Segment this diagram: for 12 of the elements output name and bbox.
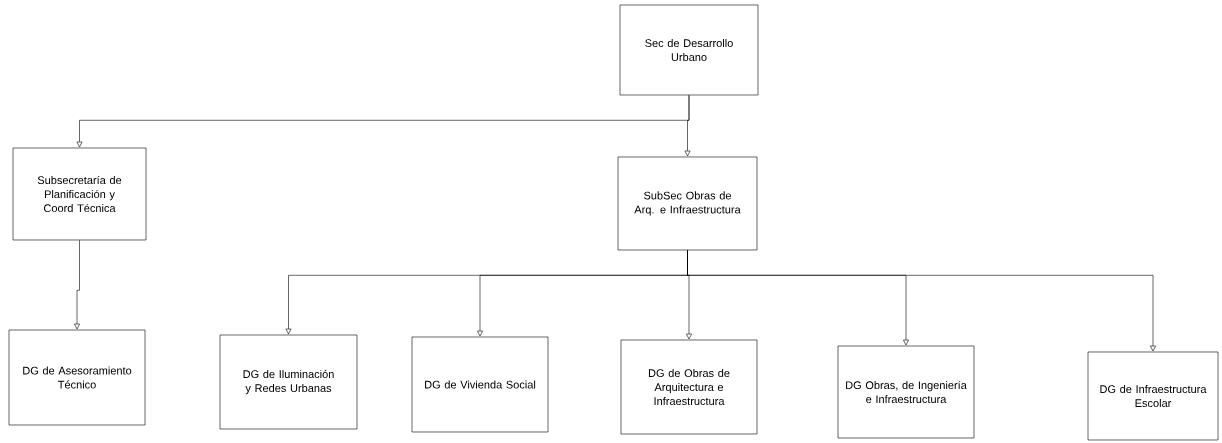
org-box: DG de Vivienda Social (411, 336, 549, 433)
connector-arrow (74, 240, 80, 330)
org-box: Sec de Desarrollo Urbano (619, 4, 759, 96)
connector-arrow (687, 250, 1156, 352)
org-box: DG de Infraestructura Escolar (1087, 351, 1219, 441)
connector-arrow (684, 95, 691, 157)
org-box: DG de Obras de Arquitectura e Infraestructura (620, 339, 758, 435)
org-box: DG de Asesoramiento Técnico (8, 329, 146, 426)
org-box: DG Obras, de Ingeniería e Infraestructura (837, 345, 975, 439)
org-box: DG de Iluminación y Redes Urbanas (219, 334, 358, 430)
org-box: Subsecretaría de Planificación y Coord Técnica (12, 147, 147, 241)
org-box: SubSec Obras de Arq. e Infraestructura (617, 156, 758, 251)
